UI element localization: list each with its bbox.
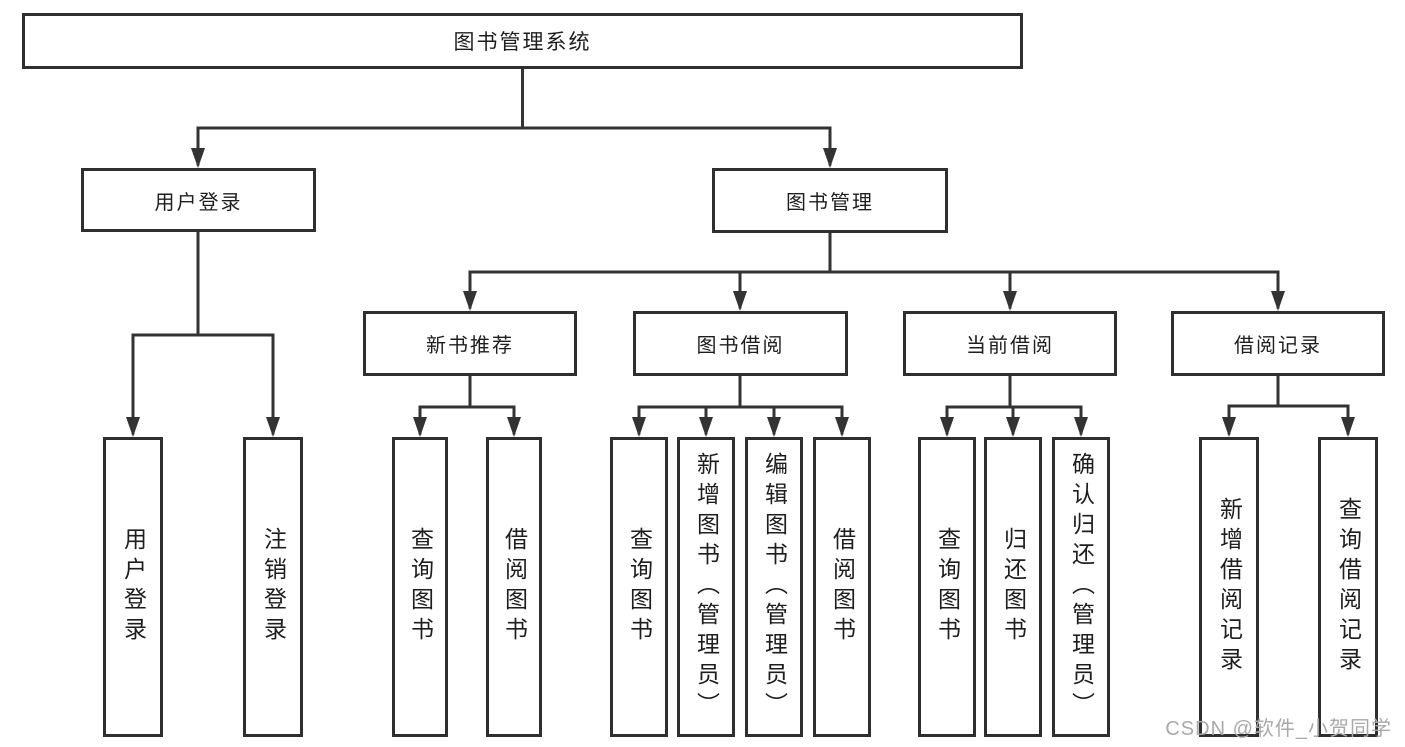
node-book-management: 图书管理 (712, 168, 948, 233)
connector-book-borrowing-to-leaves (632, 374, 849, 437)
node-current-borrowing: 当前借阅 (903, 311, 1117, 376)
leaf-query-books-borrowing: 查询图书 (610, 437, 668, 737)
arrowhead-book-borrowing (733, 291, 747, 311)
arrowhead-leaf-user-login (126, 417, 140, 437)
connector-borrowing-records-to-leaves (1222, 374, 1355, 437)
connector-book-management-to-groups (463, 231, 1285, 311)
node-user-login: 用户登录 (81, 168, 316, 232)
leaf-confirm-return-admin: 确认归还（管理员） (1052, 437, 1110, 737)
leaf-query-books-recommend: 查询图书 (392, 437, 448, 737)
leaf-user-login: 用户登录 (103, 437, 163, 737)
arrowhead-leaf-logout (266, 417, 280, 437)
leaf-borrow-books-borrowing: 借阅图书 (813, 437, 871, 737)
connector-new-book-recommend-to-leaves (413, 374, 521, 437)
connector-user-login-to-leaves (126, 230, 280, 437)
leaf-logout: 注销登录 (243, 437, 303, 737)
leaf-add-borrow-record: 新增借阅记录 (1199, 437, 1259, 737)
node-new-book-recommend: 新书推荐 (363, 311, 577, 376)
arrowhead-borrowing-records (1271, 291, 1285, 311)
leaf-return-books: 归还图书 (984, 437, 1042, 737)
arrowhead-current-borrowing (1003, 291, 1017, 311)
leaf-query-borrow-record: 查询借阅记录 (1318, 437, 1378, 737)
arrowhead-book-management (823, 148, 837, 168)
node-borrowing-records: 借阅记录 (1171, 311, 1385, 376)
node-library-management-system: 图书管理系统 (22, 13, 1023, 69)
csdn-watermark: CSDN @软件_小贺同学 (1165, 718, 1392, 740)
connector-root-to-level2 (191, 67, 837, 168)
leaf-borrow-books-recommend: 借阅图书 (486, 437, 542, 737)
arrowhead-user-login (191, 148, 205, 168)
node-book-borrowing: 图书借阅 (633, 311, 848, 376)
leaf-query-books-current: 查询图书 (918, 437, 976, 737)
leaf-edit-books-admin: 编辑图书（管理员） (745, 437, 803, 737)
connector-current-borrowing-to-leaves (940, 374, 1088, 437)
leaf-add-books-admin: 新增图书（管理员） (677, 437, 735, 737)
arrowhead-new-book-recommend (463, 291, 477, 311)
